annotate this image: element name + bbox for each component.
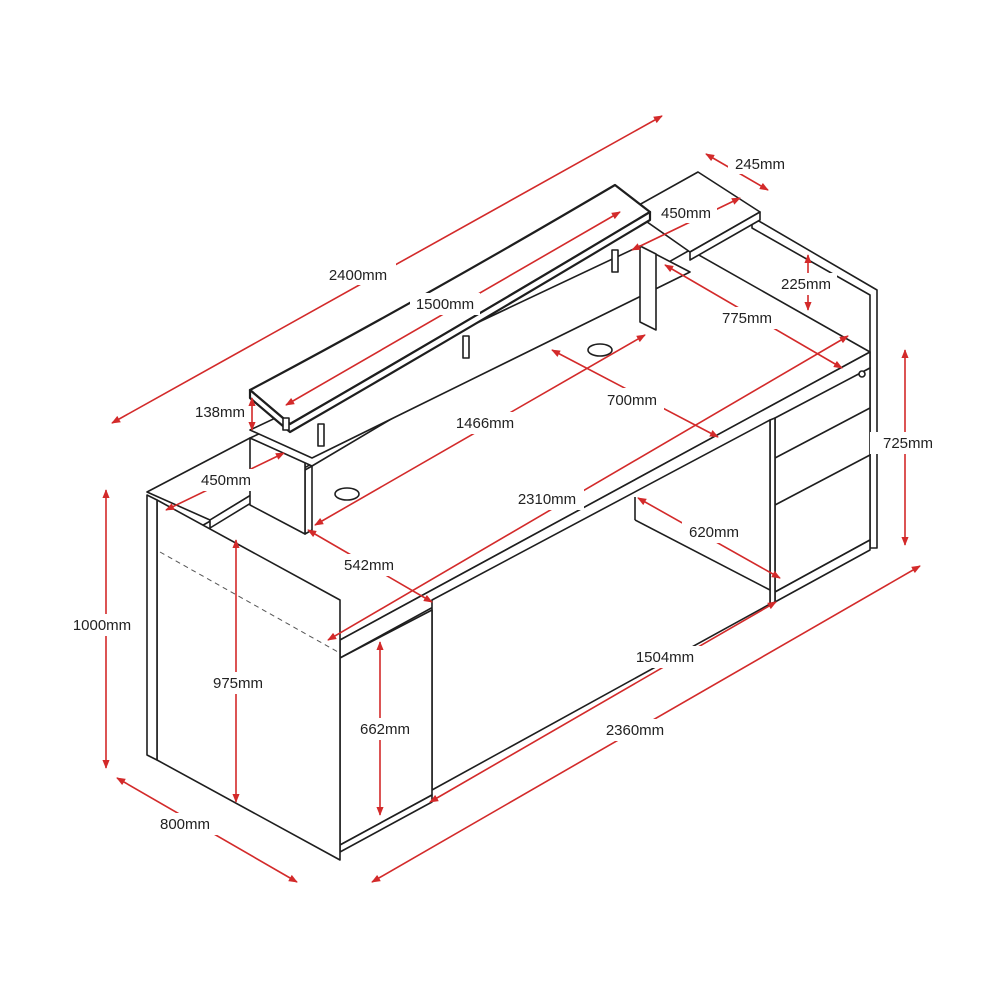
grommet-right [587,343,613,357]
hidden-desk-line [159,551,339,653]
grommet-left [334,487,360,501]
label-1504: 1504mm [636,649,694,666]
label-2360: 2360mm [606,722,664,739]
shelf-post-3 [462,335,470,359]
shelf-post-1 [282,417,290,431]
label-800: 800mm [160,816,210,833]
shelf-post-2 [317,423,325,447]
dimension-labels: 2400mm 245mm 450mm 450mm 225mm 1500mm 77… [62,152,946,835]
lock-icon [858,370,866,378]
dim-line-450-right [631,197,741,251]
label-2310: 2310mm [518,491,576,508]
label-775: 775mm [722,310,772,327]
label-450-left: 450mm [201,472,251,489]
label-2400: 2400mm [329,267,387,284]
right-support [639,245,657,331]
label-1466: 1466mm [456,415,514,432]
label-620: 620mm [689,524,739,541]
label-662: 662mm [360,721,410,738]
label-700: 700mm [607,392,657,409]
left-support-front [304,465,313,535]
label-245: 245mm [735,156,785,173]
label-225: 225mm [781,276,831,293]
left-end-panel-edge [146,494,158,761]
label-975: 975mm [213,675,263,692]
label-1500: 1500mm [416,296,474,313]
label-725: 725mm [883,435,933,452]
label-138: 138mm [195,404,245,421]
shelf-post-4 [611,249,619,273]
label-542: 542mm [344,557,394,574]
label-450-right: 450mm [661,205,711,222]
label-1000: 1000mm [73,617,131,634]
